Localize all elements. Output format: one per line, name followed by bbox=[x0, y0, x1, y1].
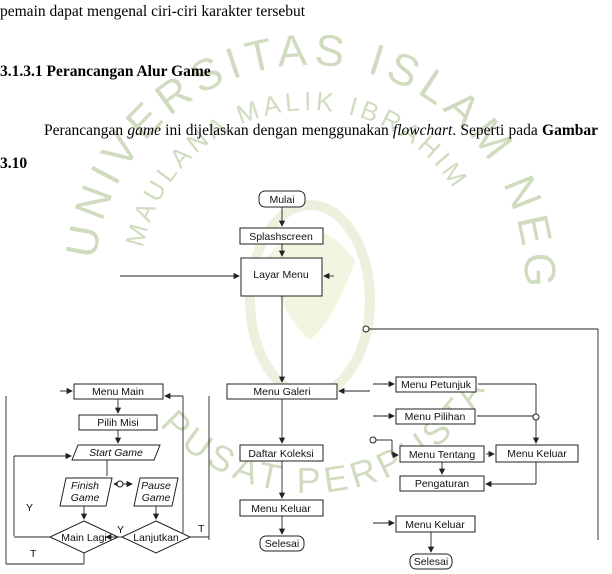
node-pause-game bbox=[133, 477, 179, 507]
node-menu-main bbox=[73, 383, 164, 400]
node-finish-game bbox=[59, 477, 113, 507]
node-menu-tentang-label: Menu Tentang bbox=[409, 449, 476, 461]
node-start-game-label: Start Game bbox=[89, 447, 143, 459]
node-finish-game-label-2: Game bbox=[71, 492, 100, 504]
node-daftar-koleksi-label: Daftar Koleksi bbox=[248, 448, 313, 460]
node-selesai-right bbox=[409, 553, 453, 570]
connector-circle-small bbox=[369, 436, 377, 444]
para-text: ini dijelaskan dengan menggunakan bbox=[160, 122, 393, 139]
node-layar-menu-label: Layar Menu bbox=[253, 269, 309, 281]
label-t-left: T bbox=[30, 548, 37, 560]
node-menu-keluar-right-label: Menu Keluar bbox=[507, 448, 567, 460]
node-menu-petunjuk bbox=[395, 376, 477, 393]
node-daftar-koleksi bbox=[239, 444, 324, 462]
node-menu-pilihan bbox=[395, 408, 476, 425]
node-splashscreen bbox=[239, 227, 324, 245]
para-text: . Seperti pada bbox=[452, 122, 543, 139]
para-italic-flowchart: flowchart bbox=[392, 122, 453, 139]
node-menu-main-label: Menu Main bbox=[92, 386, 144, 398]
node-menu-pilihan-label: Menu Pilihan bbox=[405, 411, 466, 423]
node-menu-keluar-bottom-label: Menu Keluar bbox=[405, 519, 465, 531]
para-text: Perancangan bbox=[44, 122, 128, 139]
node-menu-keluar-center bbox=[239, 499, 324, 517]
node-pengaturan-label: Pengaturan bbox=[415, 478, 469, 490]
node-menu-keluar-center-label: Menu Keluar bbox=[251, 503, 311, 515]
node-mulai-label: Mulai bbox=[269, 194, 294, 206]
body-text-line: pemain dapat mengenal ciri-ciri karakter… bbox=[0, 3, 306, 20]
node-pengaturan bbox=[399, 475, 485, 492]
connector-circle bbox=[362, 325, 370, 333]
connector-circle-right bbox=[532, 413, 540, 421]
node-pause-game-label-1: Pause bbox=[141, 480, 171, 492]
node-lanjutkan-label: Lanjutkan bbox=[133, 532, 179, 544]
label-y-left: Y bbox=[26, 502, 33, 514]
node-layar-menu bbox=[240, 257, 323, 297]
node-selesai-center bbox=[259, 535, 305, 552]
node-menu-keluar-right bbox=[495, 444, 579, 463]
label-y-right: Y bbox=[117, 524, 124, 536]
para-italic-game: game bbox=[127, 122, 161, 139]
node-menu-petunjuk-label: Menu Petunjuk bbox=[401, 379, 472, 391]
node-selesai-right-label: Selesai bbox=[414, 556, 448, 568]
node-menu-keluar-bottom bbox=[395, 515, 476, 533]
node-splashscreen-label: Splashscreen bbox=[249, 231, 313, 243]
body-paragraph: Perancangan game ini dijelaskan dengan m… bbox=[0, 114, 598, 180]
label-t-right: T bbox=[198, 523, 205, 535]
connector-circle-left bbox=[116, 480, 124, 488]
node-main-lagi-label: Main Lagi bbox=[61, 532, 107, 544]
node-pilih-misi-label: Pilih Misi bbox=[97, 417, 138, 429]
node-lanjutkan-decision bbox=[120, 520, 192, 554]
figure-reference: Gambar 3.10 bbox=[0, 122, 598, 172]
node-pause-game-label-2: Game bbox=[142, 492, 171, 504]
node-menu-galeri-label: Menu Galeri bbox=[253, 386, 310, 398]
node-start-game bbox=[71, 444, 161, 461]
node-selesai-center-label: Selesai bbox=[265, 538, 299, 550]
node-finish-game-label-1: Finish bbox=[71, 480, 99, 492]
section-heading: 3.1.3.1 Perancangan Alur Game bbox=[0, 63, 211, 80]
